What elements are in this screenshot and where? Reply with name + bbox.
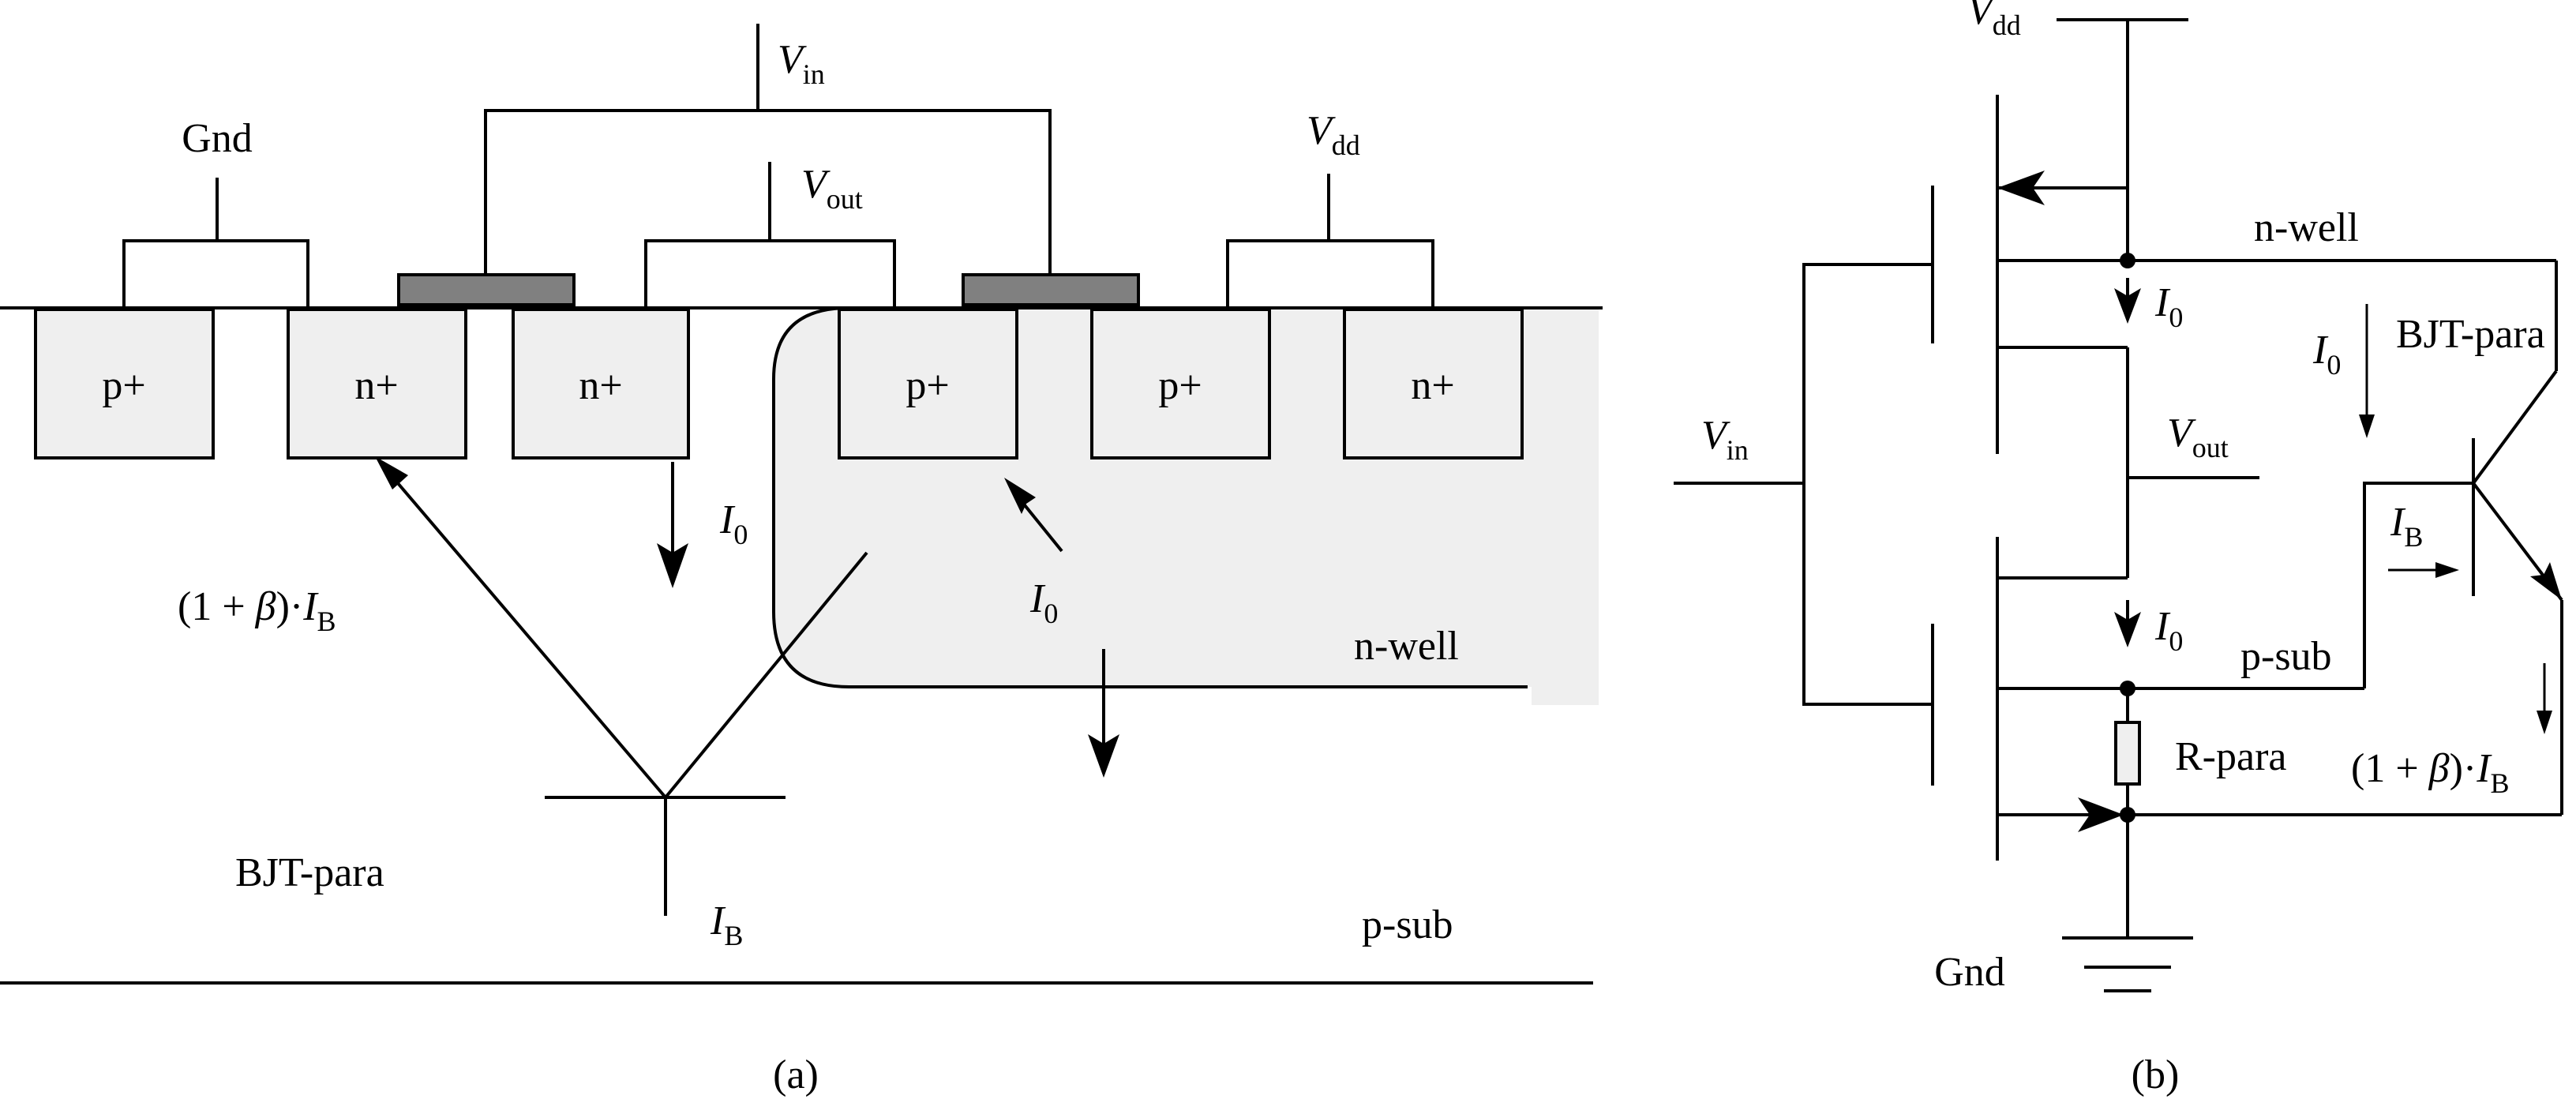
panel-b-caption: (b) — [2132, 1052, 2180, 1097]
vin-label: Vin — [1701, 413, 1749, 466]
bjt-collector-arrowhead — [375, 456, 408, 489]
diffusion-label: p+ — [906, 363, 949, 408]
i0-label: I0 — [1029, 576, 1058, 629]
bjt-para-label: BJT-para — [235, 850, 384, 895]
diffusion-n-plus-2 — [512, 308, 690, 459]
nwell-boundary — [772, 306, 1528, 688]
nmos-gate — [397, 273, 576, 306]
bjt-collector — [2472, 369, 2558, 485]
diffusion-p-plus-2 — [838, 308, 1018, 459]
i0-thin-arrowhead — [2359, 414, 2375, 438]
vin-gate-wire — [484, 109, 1052, 275]
gnd-label: Gnd — [1934, 950, 2005, 995]
nwell-label: n-well — [1354, 624, 1459, 669]
panel-a-caption: (a) — [773, 1052, 819, 1097]
vdd-label: Vdd — [1307, 108, 1360, 161]
r-para-resistor — [2114, 721, 2141, 786]
i0-arrowhead — [657, 543, 688, 588]
vout-label: Vout — [801, 162, 863, 215]
ib-label: IB — [2390, 500, 2423, 553]
vin-label: Vin — [778, 37, 825, 90]
i0-label: I0 — [2312, 328, 2341, 381]
vout-label: Vout — [2167, 411, 2229, 463]
panel-a-cross-section: p+ n+ n+ p+ p+ n+ Gnd Vin Vout Vdd — [0, 24, 1603, 1097]
vdd-contact-wire — [1226, 239, 1434, 308]
psub-label: p-sub — [1362, 902, 1453, 947]
diffusion-label: p+ — [102, 363, 145, 408]
diffusion-label: p+ — [1158, 363, 1202, 408]
vin-gate-wire — [1802, 263, 1933, 706]
psub-label: p-sub — [2240, 634, 2332, 679]
beta-ib-label: (1 + β)·IB — [178, 584, 336, 637]
i0-down-arrowhead — [1088, 734, 1119, 778]
vout-contact-wire — [644, 239, 896, 308]
ib-label: IB — [710, 898, 743, 951]
diffusion-label: n+ — [1411, 363, 1454, 408]
i0-diagonal-shaft — [1017, 496, 1063, 553]
i0-arrowhead — [2114, 288, 2141, 324]
diffusion-label: n+ — [579, 363, 622, 408]
gnd-contact-wire — [122, 239, 309, 308]
i0-diagonal-arrowhead — [1004, 478, 1036, 514]
bjt-emitter-line — [664, 551, 868, 799]
diffusion-label: n+ — [354, 363, 398, 408]
diffusion-n-plus-1 — [287, 308, 467, 459]
beta-ib-arrowhead — [2537, 711, 2552, 734]
pmos-source-arrowhead — [1997, 171, 2045, 205]
i0-label: I0 — [2154, 280, 2183, 333]
pmos-gate — [962, 273, 1140, 306]
bjt-collector-line — [387, 471, 667, 799]
diffusion-p-plus-3 — [1090, 308, 1271, 459]
diffusion-p-plus-1 — [34, 308, 215, 459]
diffusion-n-plus-3 — [1343, 308, 1524, 459]
gnd-label: Gnd — [182, 116, 253, 161]
i0-label: I0 — [2154, 604, 2183, 657]
bjt-emitter-arrowhead — [2530, 562, 2562, 600]
i0-arrowhead — [2114, 612, 2141, 647]
beta-ib-label: (1 + β)·IB — [2351, 746, 2510, 799]
ib-arrowhead — [2435, 562, 2459, 578]
bjt-para-label: BJT-para — [2396, 312, 2545, 357]
pmos-node-dot — [2120, 253, 2135, 268]
i0-label: I0 — [719, 497, 748, 550]
vdd-label: Vdd — [1967, 0, 2021, 41]
bjt-base-wire — [2363, 482, 2473, 688]
nmos-source-arrowhead — [2078, 797, 2124, 832]
panel-b-circuit: Vdd n-well I0 Vout Vin — [1674, 0, 2563, 1097]
r-para-label: R-para — [2175, 734, 2286, 779]
nwell-label: n-well — [2254, 205, 2359, 250]
